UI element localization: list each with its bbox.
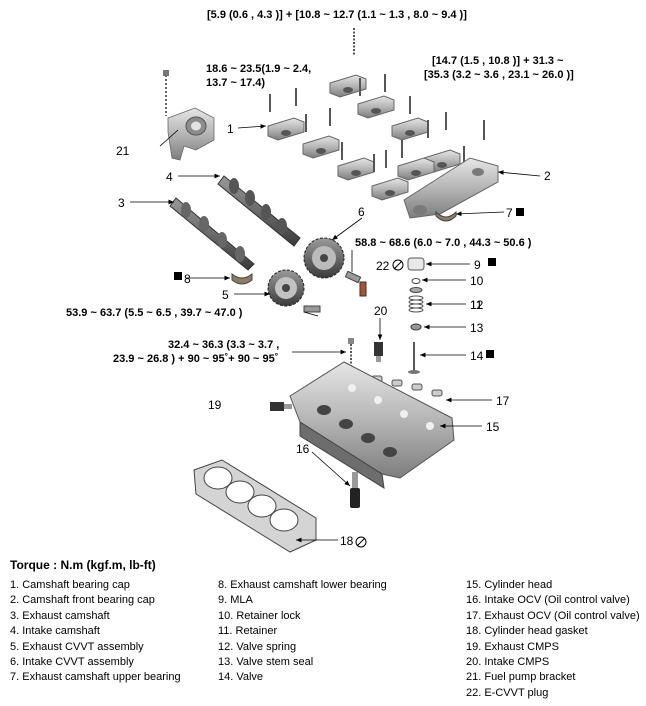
callout-12: 12 xyxy=(470,298,484,312)
callout-7: 7 xyxy=(506,206,513,220)
callout-8: 8 xyxy=(184,272,191,286)
fuel-pump-bracket xyxy=(163,70,215,161)
cvvt-bolts xyxy=(303,270,367,313)
torque-camshaft-bearing-cap: [5.9 (0.6 , 4.3 )] + [10.8 ~ 12.7 (1.1 ~… xyxy=(207,9,467,21)
legend-item: 16. Intake OCV (Oil control valve) xyxy=(466,594,630,607)
lubricate-symbols xyxy=(174,208,524,358)
callout-2: 2 xyxy=(544,169,551,183)
callout-13: 13 xyxy=(470,321,484,335)
torque-fuel-pump-bracket-line1: 18.6 ~ 23.5(1.9 ~ 2.4, xyxy=(206,63,311,75)
legend-item: 10. Retainer lock xyxy=(218,609,301,622)
exploded-diagram: [5.9 (0.6 , 4.3 )] + [10.8 ~ 12.7 (1.1 ~… xyxy=(66,9,574,553)
legend-item: 5. Exhaust CVVT assembly xyxy=(10,640,144,653)
legend-item: 9. MLA xyxy=(218,594,253,607)
cap-bolts xyxy=(269,28,485,172)
callout-3: 3 xyxy=(118,196,125,210)
callout-1: 1 xyxy=(227,122,234,136)
legend-item: 15. Cylinder head xyxy=(466,579,553,591)
legend-item: 20. Intake CMPS xyxy=(466,656,550,669)
cylinder-head-gasket xyxy=(193,459,317,553)
callout-15: 15 xyxy=(486,420,500,434)
intake-cmps xyxy=(374,342,383,362)
legend-item: 2. Camshaft front bearing cap xyxy=(10,594,155,607)
callout-21: 21 xyxy=(116,144,130,158)
callout-17: 17 xyxy=(496,394,510,408)
legend-item: 19. Exhaust CMPS xyxy=(466,640,559,653)
leader-lines xyxy=(130,124,541,543)
not-reusable-symbols xyxy=(355,259,404,548)
legend-item: 11. Retainer xyxy=(218,625,278,638)
cylinder-head xyxy=(289,361,455,489)
legend-item: 4. Intake camshaft xyxy=(10,625,100,638)
exhaust-camshaft xyxy=(169,197,255,271)
torque-cylinder-head-line2: 23.9 ~ 26.8 ) + 90 ~ 95˚+ 90 ~ 95˚ xyxy=(113,353,278,365)
cylinder-head-bolt xyxy=(348,338,354,372)
torque-cylinder-head-line1: 32.4 ~ 36.3 (3.3 ~ 3.7 , xyxy=(168,339,279,351)
legend-item: 8. Exhaust camshaft lower bearing xyxy=(218,579,387,591)
legend-item: 14. Valve xyxy=(218,671,264,684)
callout-5: 5 xyxy=(222,288,229,302)
callout-14: 14 xyxy=(470,349,484,363)
intake-cvvt-assembly xyxy=(303,237,345,279)
legend-item: 22. E-CVVT plug xyxy=(466,686,549,699)
torque-front-cap-line2: [35.3 (3.2 ~ 3.6 , 23.1 ~ 26.0 )] xyxy=(424,69,574,81)
torque-intake-cvvt: 58.8 ~ 68.6 (6.0 ~ 7.0 , 44.3 ~ 50.6 ) xyxy=(355,237,532,249)
valve-train-parts xyxy=(407,257,425,374)
callout-10: 10 xyxy=(470,274,484,288)
legend-column-2: 8. Exhaust camshaft lower bearing 9. MLA… xyxy=(218,578,387,686)
exhaust-cvvt-assembly xyxy=(267,269,305,307)
callout-4: 4 xyxy=(166,170,173,184)
legend-item: 21. Fuel pump bracket xyxy=(466,671,576,684)
callout-6: 6 xyxy=(358,205,365,219)
callout-16: 16 xyxy=(296,442,310,456)
camshaft-front-bearing-cap xyxy=(403,157,499,219)
callout-11: 11 xyxy=(470,298,483,312)
legend-item: 17. Exhaust OCV (Oil control valve) xyxy=(466,609,640,622)
torque-exhaust-cvvt: 53.9 ~ 63.7 (5.5 ~ 6.5 , 39.7 ~ 47.0 ) xyxy=(66,307,243,319)
legend-item: 3. Exhaust camshaft xyxy=(10,609,110,622)
callout-18: 18 xyxy=(340,534,354,548)
camshaft-bearing-caps xyxy=(267,74,461,201)
legend-item: 13. Valve stem seal xyxy=(218,656,314,669)
legend-item: 12. Valve spring xyxy=(218,640,297,653)
torque-front-cap-line1: [14.7 (1.5 , 10.8 )] + 31.3 ~ xyxy=(432,55,564,67)
callout-19: 19 xyxy=(208,398,222,412)
legend-item: 18. Cylinder head gasket xyxy=(466,625,588,638)
exhaust-camshaft-lower-bearing xyxy=(231,272,253,285)
exhaust-cmps xyxy=(270,402,292,411)
intake-ocv xyxy=(350,472,360,508)
callout-20: 20 xyxy=(374,304,388,318)
intake-camshaft xyxy=(217,175,301,247)
legend-column-1: 1. Camshaft bearing cap 2. Camshaft fron… xyxy=(10,578,181,686)
callout-9: 9 xyxy=(474,258,481,272)
legend-column-3: 15. Cylinder head 16. Intake OCV (Oil co… xyxy=(466,578,640,701)
legend-item: 7. Exhaust camshaft upper bearing xyxy=(10,671,181,684)
legend-item: 6. Intake CVVT assembly xyxy=(10,656,134,669)
torque-units-title: Torque : N.m (kgf.m, lb-ft) xyxy=(10,558,156,572)
callout-22: 22 xyxy=(376,259,390,273)
legend-item: 1. Camshaft bearing cap xyxy=(10,579,130,591)
torque-fuel-pump-bracket-line2: 13.7 ~ 17.4) xyxy=(206,77,265,89)
